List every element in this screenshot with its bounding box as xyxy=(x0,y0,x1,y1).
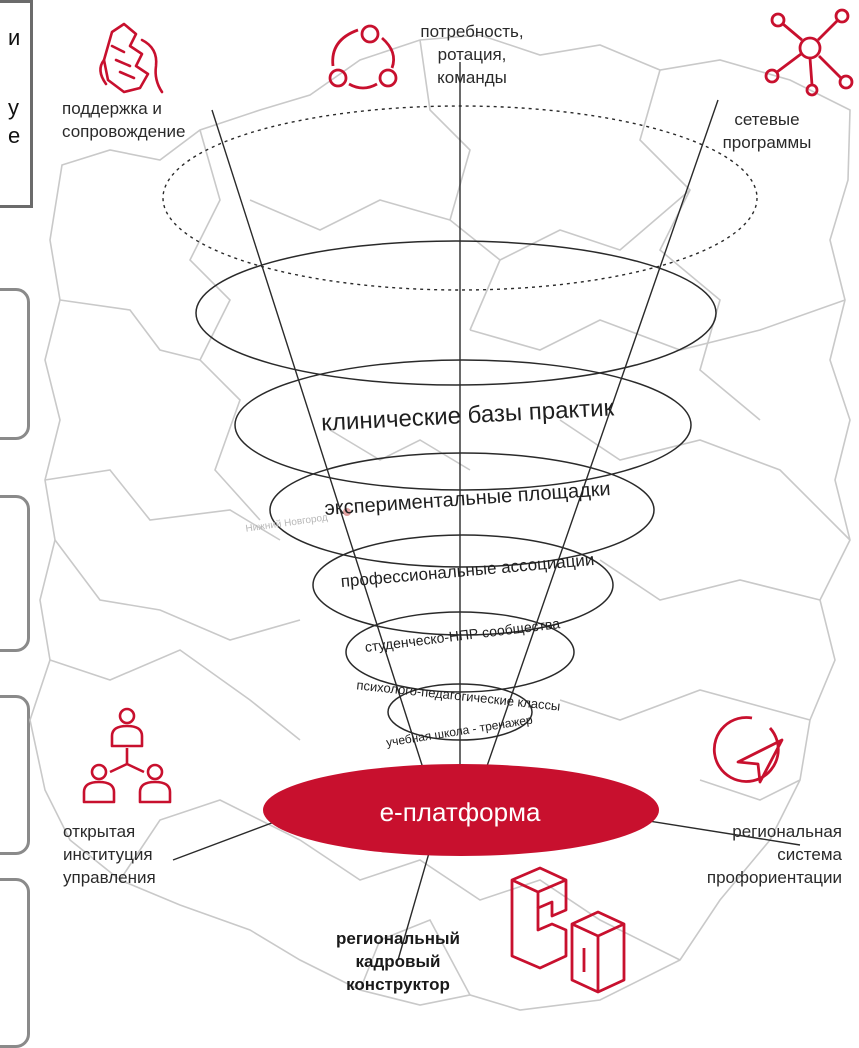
label-network-line-2: программы xyxy=(722,133,812,152)
navigation-arrow-icon xyxy=(712,716,784,784)
label-constructor: региональный кадровый конструктор xyxy=(318,927,478,996)
team-structure-icon xyxy=(82,707,172,804)
ring-dashed xyxy=(162,105,758,291)
funnel-rings xyxy=(162,105,758,741)
ring-2 xyxy=(234,359,692,491)
label-need: потребность, ротация, команды xyxy=(402,20,542,89)
label-regional-system-line-1: региональная xyxy=(732,822,842,841)
left-panel-fragment-2: у xyxy=(8,95,19,120)
ring-1 xyxy=(195,240,717,386)
label-support: поддержка и сопровождение xyxy=(62,97,185,143)
e-platform-label: е-платформа xyxy=(380,797,541,827)
label-need-line-2: ротация, xyxy=(437,45,507,64)
label-regional-system-line-3: профориентации xyxy=(706,868,842,887)
funnel-diagram: клинические базы практик экспериментальн… xyxy=(29,8,854,1011)
left-panel-fragment-1: и xyxy=(8,25,21,50)
label-open-institution-line-1: открытая xyxy=(63,822,136,841)
left-panel-fragment-3: е xyxy=(8,123,21,148)
city-label: Нижний Новгород xyxy=(245,512,329,534)
ring-4 xyxy=(312,534,614,636)
label-regional-system-line-2: система xyxy=(777,845,842,864)
funnel-lines xyxy=(172,62,801,961)
ring-6 xyxy=(387,683,533,741)
left-panel-frame-4 xyxy=(0,695,30,855)
label-regional-system: региональная система профориентации xyxy=(690,820,842,889)
constructor-blocks-icon xyxy=(510,866,626,994)
level-text-3: профессиональные ассоциации xyxy=(340,550,595,591)
label-open-institution-line-3: управления xyxy=(63,868,156,887)
left-panel-frame-3 xyxy=(0,495,30,652)
rotation-cycle-icon xyxy=(328,24,398,90)
network-icon xyxy=(764,8,854,97)
ring-5 xyxy=(345,611,575,693)
hands-icon xyxy=(99,22,164,94)
e-platform-base xyxy=(263,764,659,856)
label-constructor-line-2: кадровый xyxy=(355,952,441,971)
label-need-line-1: потребность, xyxy=(420,22,524,41)
left-panel-frame-2 xyxy=(0,288,30,440)
city-marker xyxy=(343,508,351,516)
ring-3 xyxy=(269,452,655,568)
label-open-institution-line-2: институция xyxy=(63,845,153,864)
label-constructor-line-1: региональный xyxy=(336,929,460,948)
label-need-line-3: команды xyxy=(437,68,507,87)
level-text-1: клинические базы практик xyxy=(321,394,616,436)
left-panel-frame-1 xyxy=(0,0,33,208)
level-text-4: студенческо-НПР сообщества xyxy=(364,615,561,655)
label-support-line-1: поддержка и xyxy=(62,99,162,118)
label-network-line-1: сетевые xyxy=(734,110,800,129)
label-constructor-line-3: конструктор xyxy=(346,975,450,994)
label-support-line-2: сопровождение xyxy=(62,122,186,141)
label-open-institution: открытая институция управления xyxy=(63,820,156,889)
label-network: сетевые программы xyxy=(722,108,812,154)
